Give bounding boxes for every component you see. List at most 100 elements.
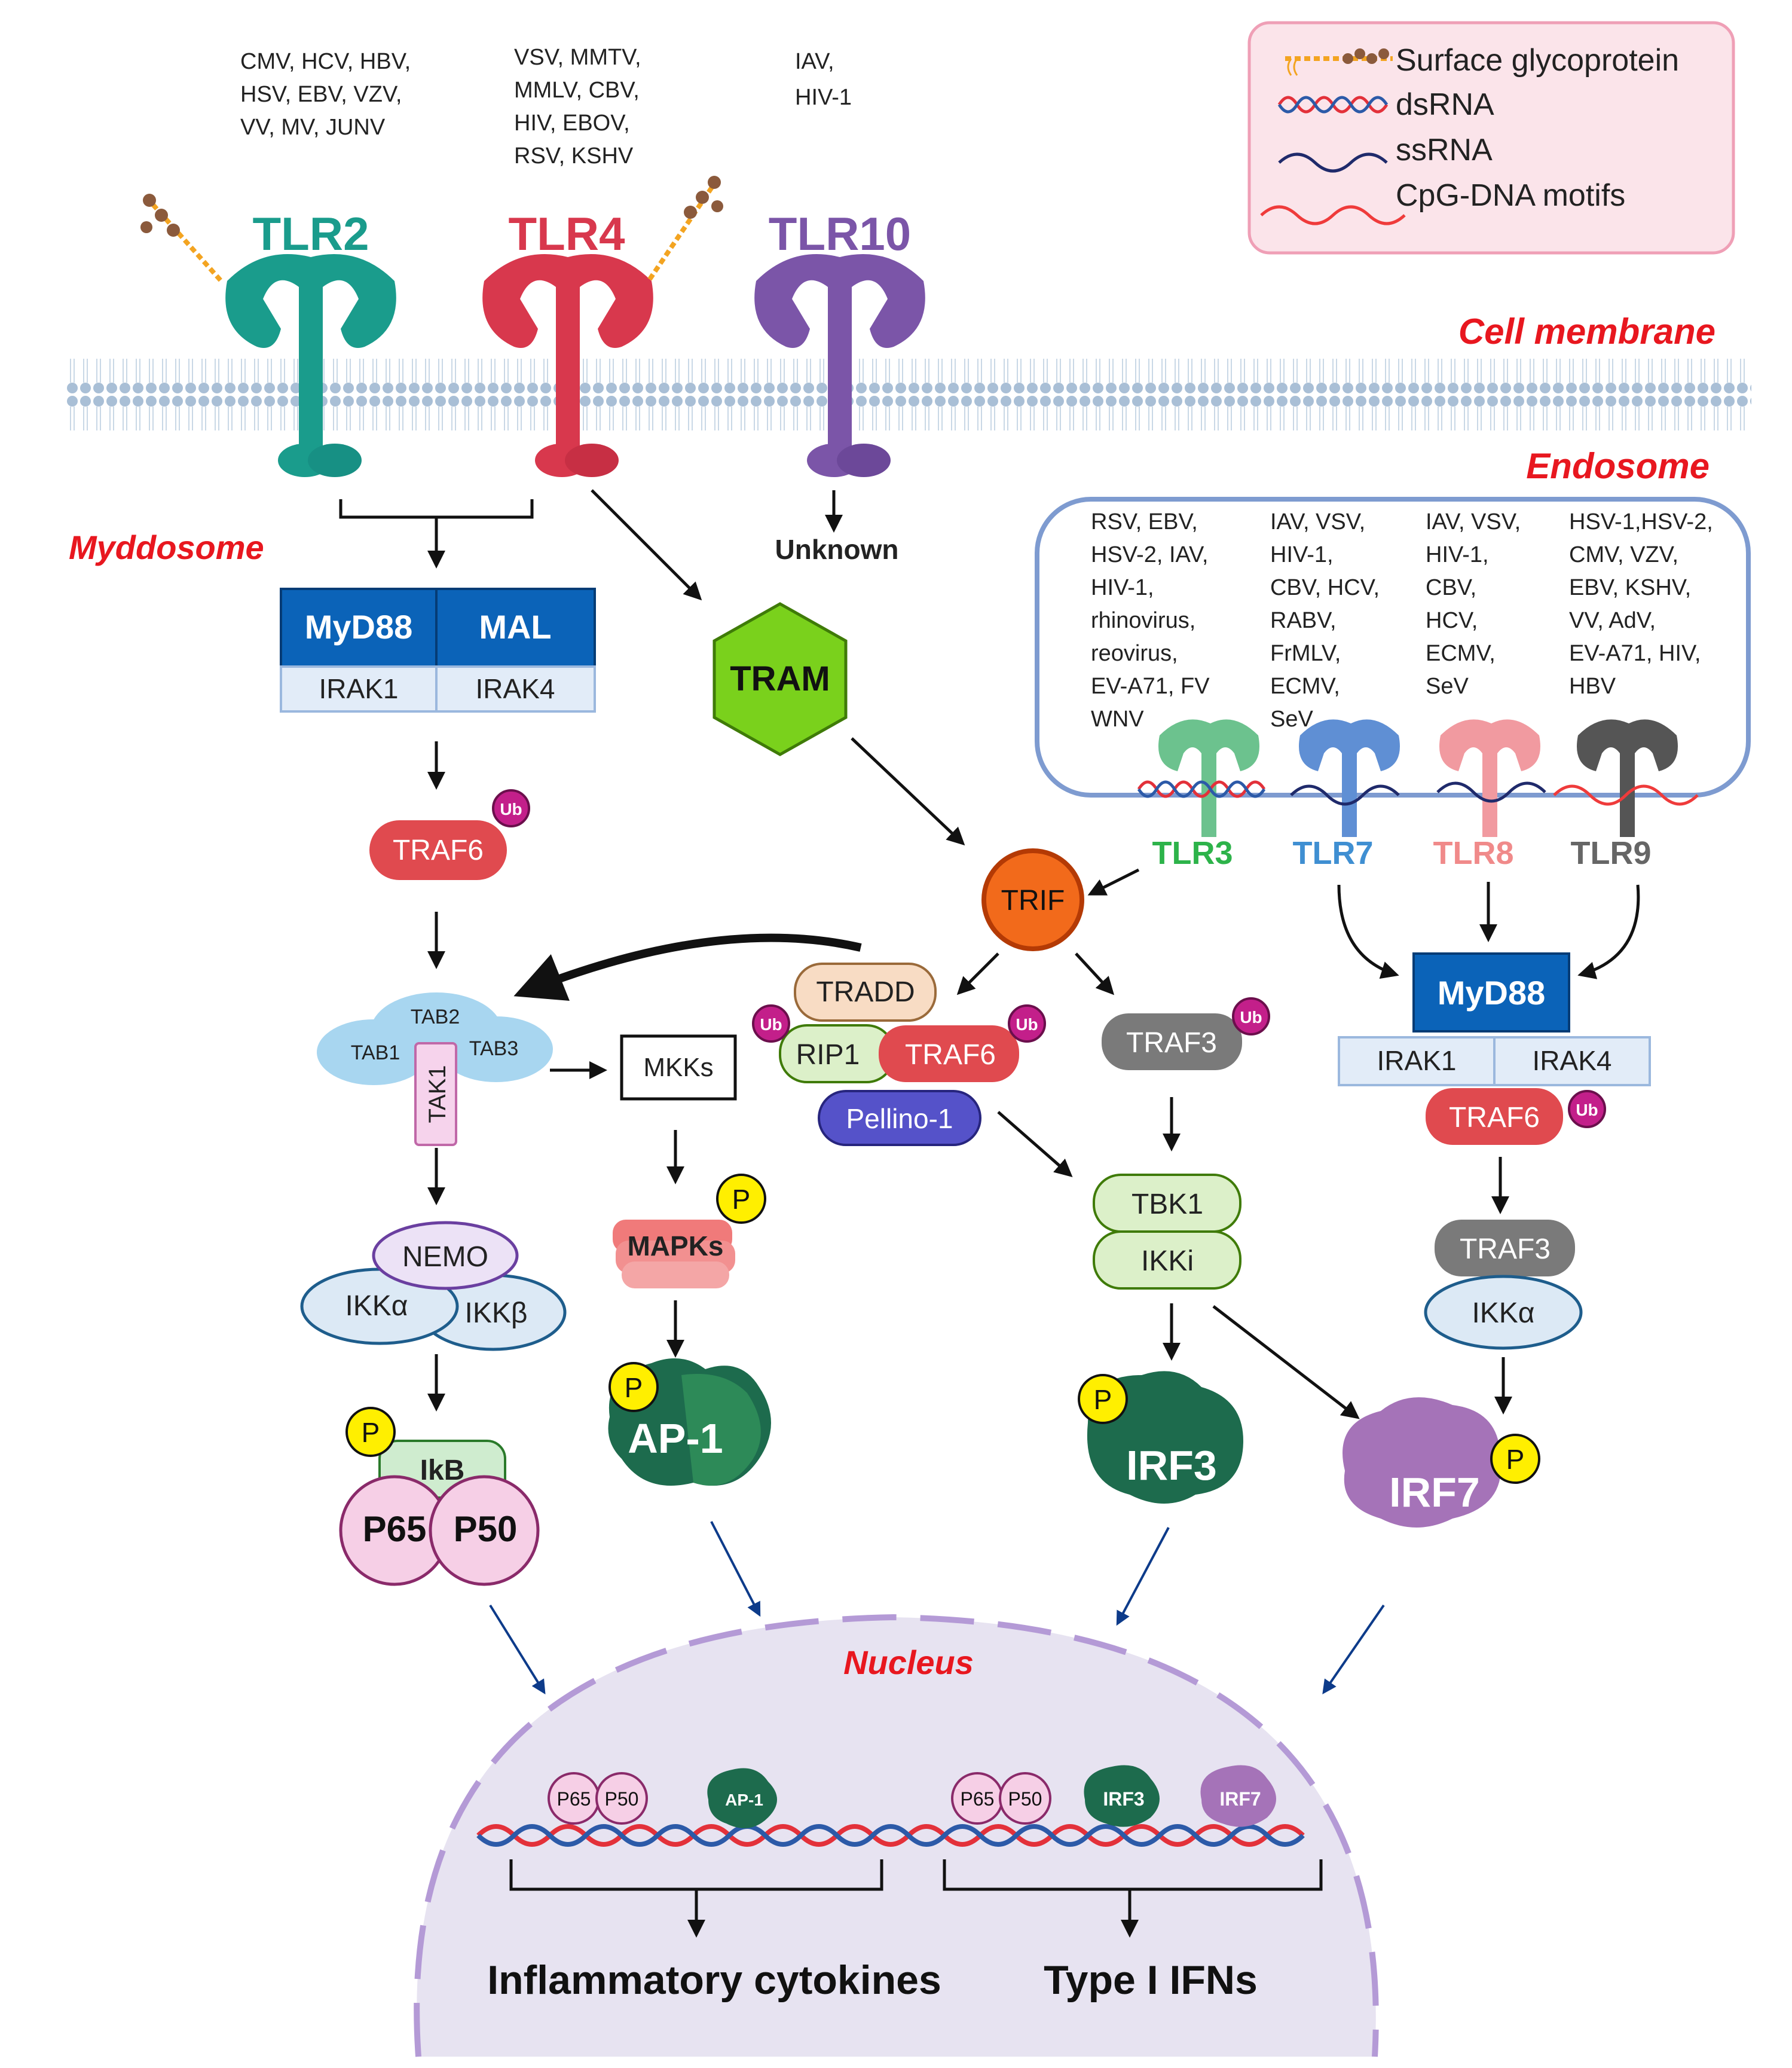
legend-label-dsrna: dsRNA (1396, 87, 1494, 122)
svg-text:Ub: Ub (1240, 1008, 1262, 1027)
ikk-complex: NEMO IKKα IKKβ (300, 1221, 567, 1351)
svg-text:EV-A71, FV: EV-A71, FV (1091, 674, 1210, 699)
svg-text:HIV-1,: HIV-1, (1270, 542, 1334, 567)
endosome-label: Endosome (1526, 446, 1710, 486)
svg-text:TRAF6: TRAF6 (393, 835, 484, 866)
tlr2-label: TLR2 (253, 207, 369, 260)
nucleus (414, 1614, 1379, 2057)
svg-text:P65: P65 (557, 1788, 591, 1810)
svg-text:Ub: Ub (1016, 1015, 1038, 1034)
phospho-icon (608, 1362, 659, 1412)
irf7-protein: IRF7 P (1343, 1397, 1540, 1528)
tlr9-receptor (1553, 719, 1699, 837)
mapks: MAPKs P (613, 1174, 766, 1288)
svg-text:CMV, VZV,: CMV, VZV, (1569, 542, 1678, 567)
svg-text:CBV,: CBV, (1426, 575, 1476, 600)
svg-text:FrMLV,: FrMLV, (1270, 641, 1341, 666)
arrow-trif-to-traf3 (1075, 952, 1115, 995)
nuclear-irf3: IRF3 (1084, 1765, 1160, 1827)
traf3-mid: TRAF3 Ub (1102, 997, 1270, 1070)
svg-text:HIV, EBOV,: HIV, EBOV, (514, 111, 630, 136)
svg-text:HIV-1,: HIV-1, (1426, 542, 1489, 567)
myd88-mal-complex: MyD88 MAL IRAK1 IRAK4 (280, 588, 596, 713)
ubiquitin-icon (1568, 1090, 1606, 1128)
svg-text:VV, MV, JUNV: VV, MV, JUNV (240, 115, 386, 140)
ikb-label: IkB (420, 1455, 465, 1486)
legend: Surface glycoprotein dsRNA ssRNA CpG-DNA… (1247, 21, 1735, 255)
rip1-label: RIP1 (796, 1039, 860, 1071)
ap1-protein: AP-1 P (608, 1358, 771, 1486)
svg-text:VSV, MMTV,: VSV, MMTV, (514, 45, 641, 70)
svg-text:Ub: Ub (760, 1015, 782, 1034)
mal-label: MAL (479, 608, 551, 646)
tak1-complex: TAB2 TAB1 TAB3 TAK1 (317, 992, 553, 1146)
tlr10-receptor (754, 254, 925, 477)
output-inflammatory-cytokines: Inflammatory cytokines (487, 1957, 941, 2003)
nfkb-complex: IkB P P65 P50 (339, 1407, 540, 1586)
svg-text:P50: P50 (605, 1788, 639, 1810)
svg-text:reovirus,: reovirus, (1091, 641, 1178, 666)
tlr10-unknown-label: Unknown (775, 534, 899, 565)
tab2-label: TAB2 (411, 1006, 460, 1028)
irak1-right-label: IRAK1 (1377, 1045, 1457, 1076)
tlr10-label: TLR10 (769, 207, 911, 260)
nuclear-ap1: AP-1 (707, 1768, 777, 1828)
svg-text:SeV: SeV (1270, 707, 1313, 732)
tram-hexagon: TRAM (712, 602, 848, 756)
tlr3-label: TLR3 (1152, 835, 1233, 871)
ikka-label: IKKα (345, 1290, 408, 1322)
svg-text:HSV, EBV, VZV,: HSV, EBV, VZV, (240, 82, 402, 107)
ikka-right-label: IKKα (1472, 1297, 1534, 1329)
svg-text:TRIF: TRIF (1001, 885, 1065, 917)
svg-text:P: P (362, 1417, 380, 1448)
svg-text:EBV, KSHV,: EBV, KSHV, (1569, 575, 1691, 600)
nuclear-irf7: IRF7 (1200, 1765, 1276, 1827)
tlr8-receptor (1436, 719, 1546, 837)
arrow-trif-to-tak1 (513, 933, 862, 1001)
tlr3-virus-list: RSV, EBV, HSV-2, IAV, HIV-1, rhinovirus,… (1091, 509, 1210, 732)
svg-text:RABV,: RABV, (1270, 608, 1337, 633)
svg-text:HBV: HBV (1569, 674, 1616, 699)
svg-text:IAV,: IAV, (795, 49, 834, 74)
traf6-right-label: TRAF6 (1449, 1102, 1540, 1134)
phospho-icon (345, 1407, 396, 1457)
tak1-label: TAK1 (424, 1065, 451, 1123)
bracket-type-i-ifns (943, 1859, 1323, 1891)
tlr4-label: TLR4 (509, 207, 625, 260)
svg-text:P: P (1506, 1444, 1525, 1475)
output-type-i-ifns: Type I IFNs (1044, 1957, 1258, 2003)
svg-text:HIV-1: HIV-1 (795, 85, 852, 110)
tlr8-label: TLR8 (1433, 835, 1514, 871)
svg-text:HCV,: HCV, (1426, 608, 1478, 633)
tlr8-virus-list: IAV, VSV, HIV-1, CBV, HCV, ECMV, SeV (1426, 509, 1521, 699)
ikki-label: IKKi (1141, 1245, 1194, 1277)
nuclear-nfkb-left: P65 P50 (548, 1772, 648, 1825)
trif-node: TRIF (981, 848, 1084, 951)
svg-text:IRF7: IRF7 (1219, 1788, 1261, 1810)
tab3-label: TAB3 (469, 1037, 519, 1060)
tbk1-ikki-complex: TBK1 IKKi (1093, 1174, 1241, 1290)
phospho-icon (1490, 1434, 1540, 1484)
svg-text:HSV-2, IAV,: HSV-2, IAV, (1091, 542, 1208, 567)
tlr10-virus-list: IAV, HIV-1 (795, 49, 852, 110)
svg-text:EV-A71, HIV,: EV-A71, HIV, (1569, 641, 1701, 666)
svg-text:CBV, HCV,: CBV, HCV, (1270, 575, 1380, 600)
irf3-protein: IRF3 P (1078, 1371, 1243, 1504)
ssrna-icon (1278, 152, 1388, 173)
arrow-ap1-to-nucleus (710, 1521, 761, 1617)
traf3-right-label: TRAF3 (1460, 1233, 1551, 1265)
tlr9-virus-list: HSV-1,HSV-2, CMV, VZV, EBV, KSHV, VV, Ad… (1569, 509, 1713, 699)
myddosome-label: Myddosome (69, 529, 264, 566)
cpg-dna-icon (1260, 205, 1406, 225)
svg-text:HIV-1,: HIV-1, (1091, 575, 1154, 600)
arrow-nfkb-to-nucleus (489, 1604, 546, 1695)
tlr2-tlr4-bracket (339, 499, 534, 519)
arrow-trif-to-tradd (956, 952, 999, 995)
endosome-compartment (1035, 497, 1751, 798)
myd88-right-label: MyD88 (1438, 974, 1546, 1012)
svg-text:rhinovirus,: rhinovirus, (1091, 608, 1195, 633)
svg-text:WNV: WNV (1091, 707, 1144, 732)
traf6-mid-label: TRAF6 (905, 1039, 996, 1071)
